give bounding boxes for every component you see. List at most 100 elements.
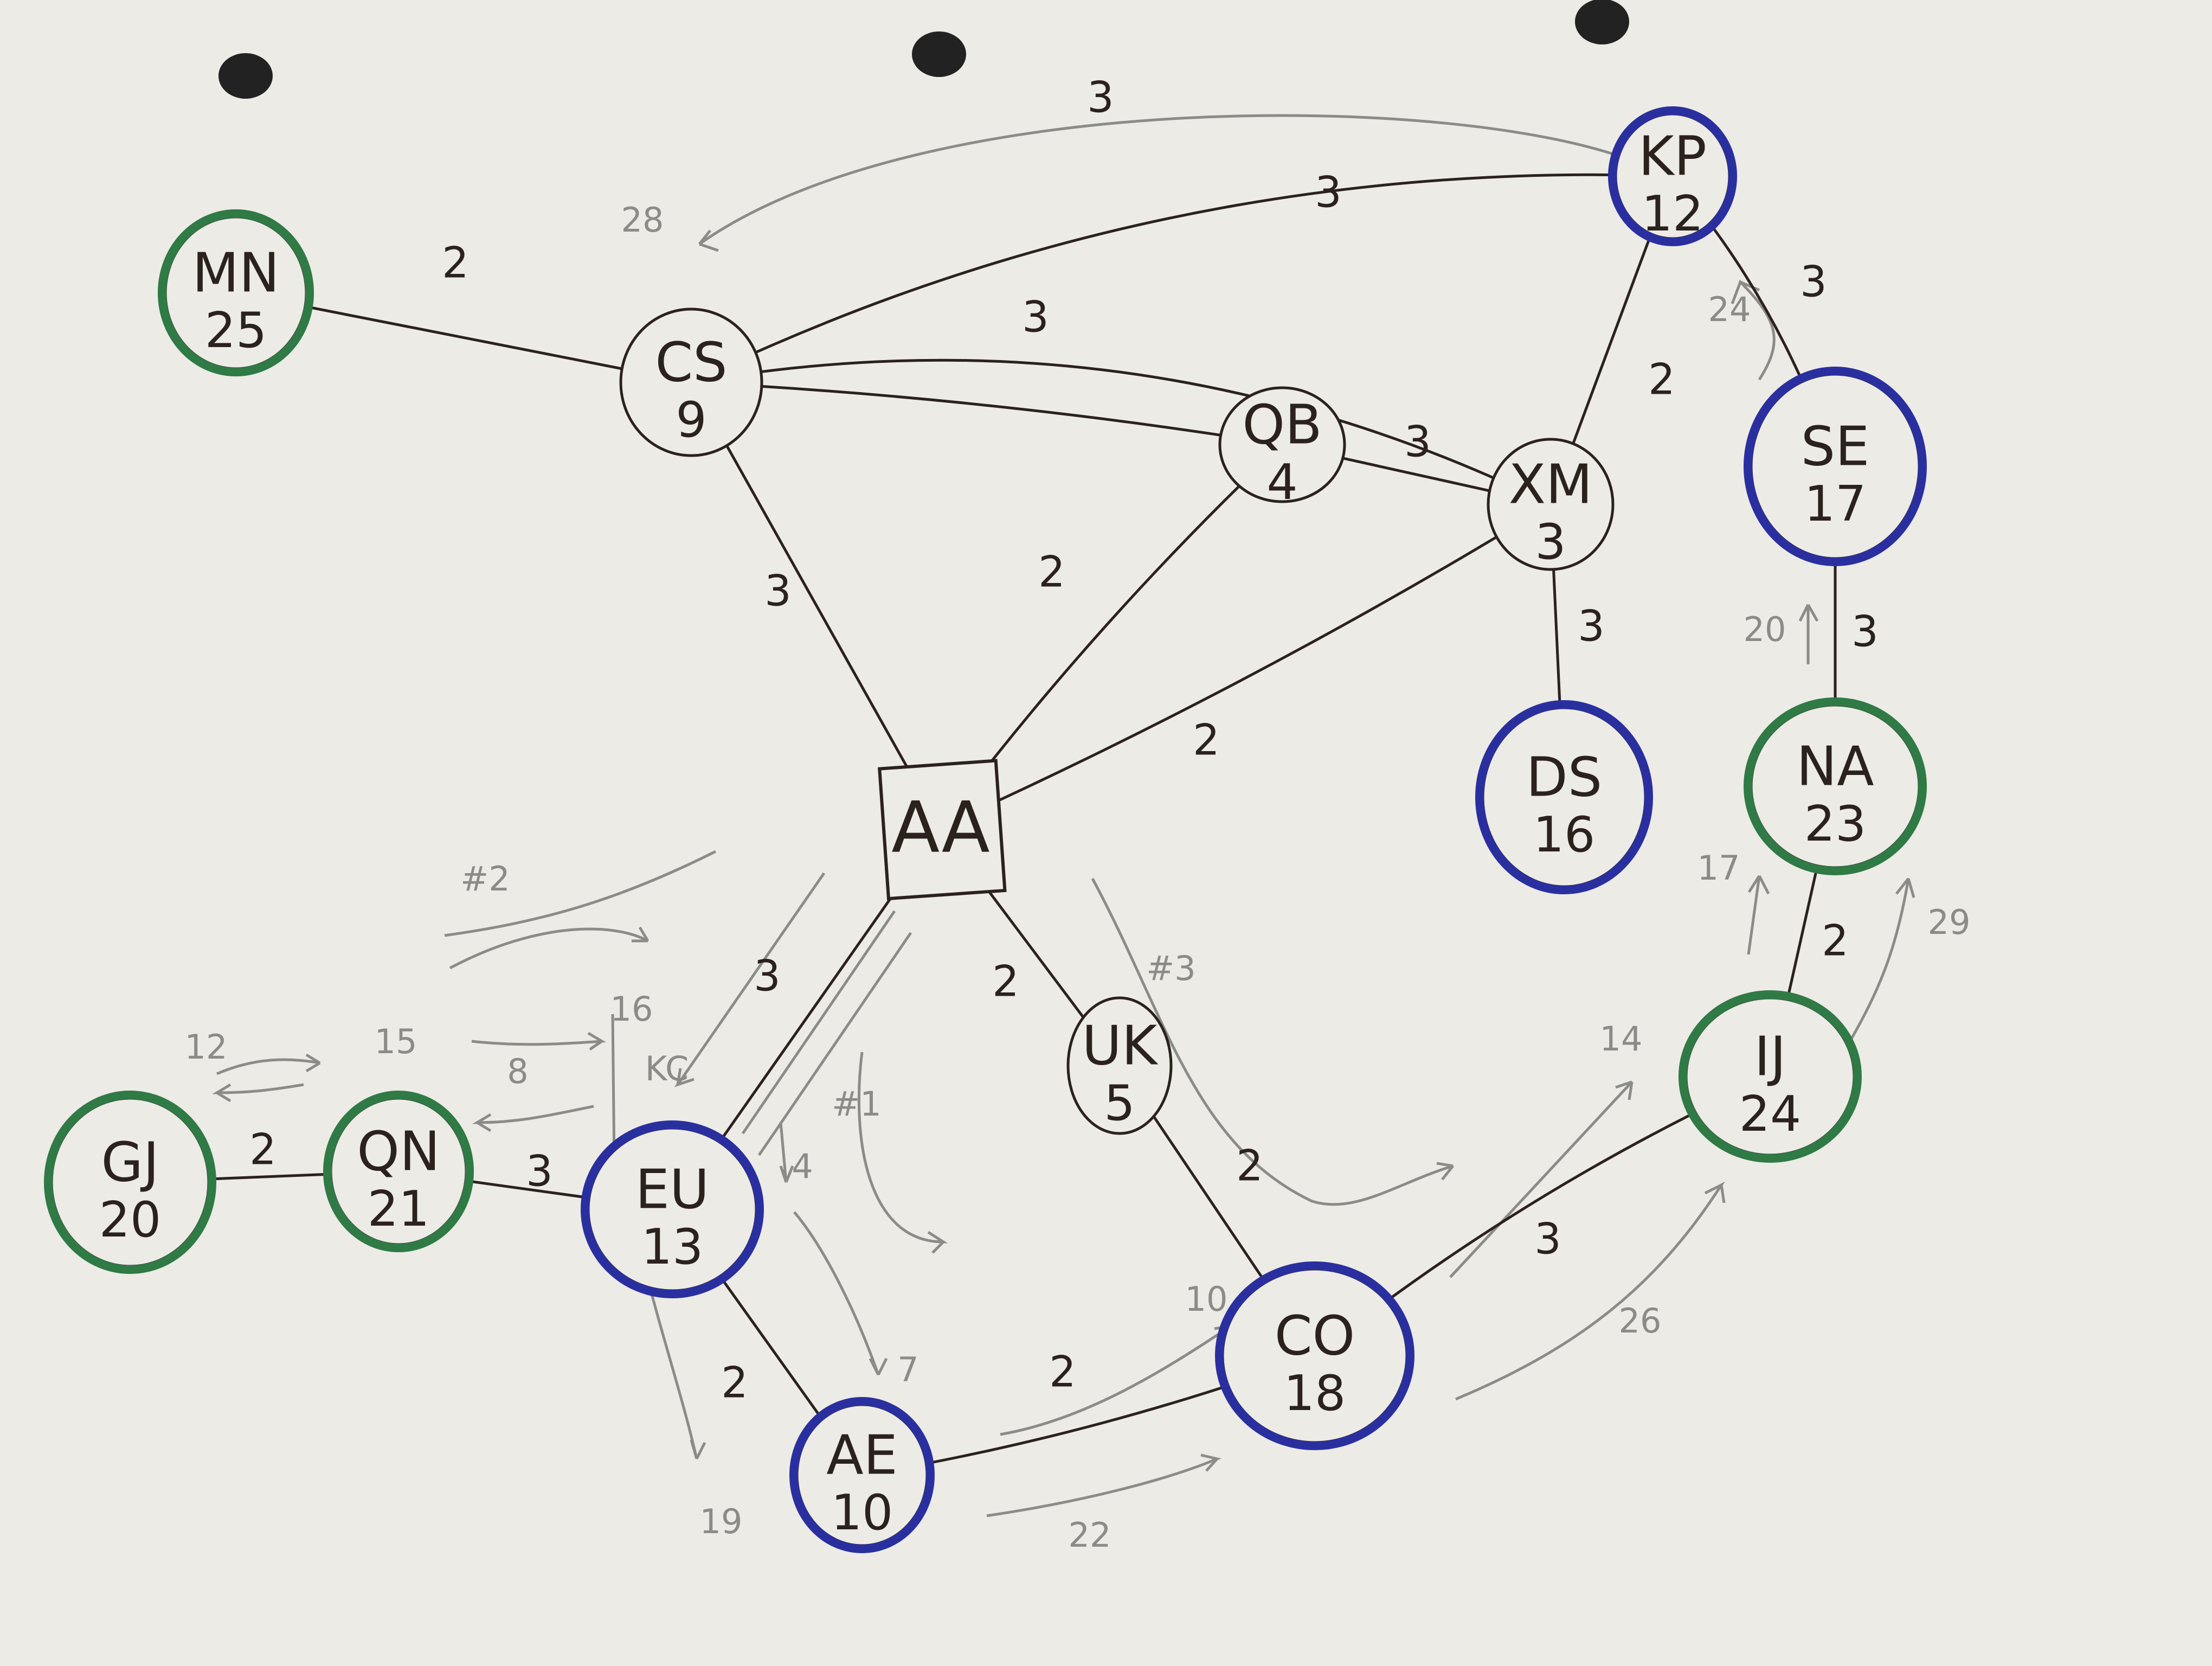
node-value: 16 [1533, 806, 1596, 863]
node-value: 3 [1535, 514, 1566, 571]
pencil-arrow [741, 910, 896, 1135]
node-label: EU [635, 1157, 709, 1221]
node-ring-green [44, 1091, 216, 1274]
edge-weight: 3 [1851, 607, 1879, 656]
pencil-arrow [471, 1031, 607, 1051]
node-label: AE [826, 1423, 898, 1486]
node-ring-blue [1608, 106, 1737, 246]
pencil-number: 29 [1928, 902, 1971, 942]
node-label: AA [891, 786, 989, 869]
edge-weight: 3 [1315, 168, 1342, 217]
edge-weight: 3 [1534, 1215, 1561, 1264]
edge-cs-qb [691, 381, 1283, 446]
node-ring-green [1679, 990, 1862, 1163]
pencil-arrow [1798, 604, 1819, 664]
pencil-number: #3 [1146, 949, 1195, 988]
edge-weight: 2 [721, 1359, 748, 1407]
edge-weight: 3 [754, 952, 781, 1001]
node-value: 23 [1804, 796, 1867, 853]
pencil-number: 4 [792, 1146, 813, 1186]
pencil-arrow [793, 1211, 888, 1376]
edge-weight: 2 [442, 239, 469, 287]
pencil-number: 17 [1697, 848, 1740, 888]
punch-hole [912, 31, 966, 77]
edge-cs-kp [690, 173, 1673, 384]
pencil-arrow [779, 1122, 794, 1183]
pencil-number: 7 [897, 1350, 918, 1389]
node-circle [1218, 386, 1346, 503]
pencil-number: 10 [1185, 1279, 1228, 1319]
edge-weight: 3 [1800, 258, 1827, 306]
pencil-number: 28 [621, 200, 664, 240]
pencil-arrow [1455, 1181, 1726, 1401]
node-label: SE [1801, 414, 1870, 478]
pencil-number: 22 [1069, 1515, 1111, 1555]
node-value: 5 [1104, 1075, 1135, 1132]
pencil-arrow [698, 114, 1638, 252]
edge-weight: 2 [1038, 548, 1065, 597]
punch-hole [1575, 0, 1629, 44]
pencil-arrow [986, 1453, 1222, 1517]
pencil-arrow [216, 1053, 321, 1075]
node-label: GJ [101, 1130, 159, 1194]
punch-hole [218, 53, 273, 99]
node-label: UK [1082, 1014, 1159, 1077]
node-ring-blue [1475, 700, 1653, 894]
node-label: QN [357, 1119, 440, 1183]
edge-weight: 2 [992, 957, 1019, 1006]
node-circle [1066, 996, 1173, 1135]
edge-xm-aa [940, 503, 1552, 829]
node-circle [1487, 438, 1615, 571]
edge-weight: 3 [1087, 73, 1114, 122]
edge-weight: 2 [1648, 355, 1675, 404]
pencil-arrow [449, 926, 650, 970]
node-value: 21 [368, 1181, 430, 1238]
pencil-arrow [757, 932, 912, 1156]
node-value: 20 [99, 1191, 162, 1248]
node-label: KP [1638, 124, 1707, 188]
node-label: XM [1509, 452, 1593, 516]
edge-weight: 3 [1404, 418, 1431, 466]
node-value: 4 [1266, 454, 1297, 511]
node-aa: AA [878, 759, 1007, 901]
node-ring-green [323, 1091, 474, 1252]
node-value: 24 [1739, 1086, 1802, 1143]
pencil-number: 15 [375, 1022, 417, 1061]
pencil-arrow [1850, 877, 1915, 1040]
edge-weight: 3 [526, 1147, 553, 1196]
pencil-number: 12 [185, 1027, 228, 1067]
node-ring-blue [1215, 1261, 1414, 1450]
node-qb: QB4 [1218, 386, 1346, 511]
edge-cs-aa [690, 381, 942, 828]
pencil-number: #1 [832, 1084, 881, 1124]
pencil-arrow [674, 872, 826, 1087]
edge-weight: 2 [1822, 917, 1849, 965]
node-value: 18 [1284, 1365, 1346, 1422]
node-ring-green [158, 209, 314, 376]
pencil-number: 24 [1708, 290, 1751, 329]
node-box [878, 759, 1007, 901]
node-label: MN [192, 241, 279, 304]
pencil-number: 14 [1600, 1019, 1643, 1059]
pencil-number: #2 [460, 859, 510, 899]
edge-weight: 3 [764, 567, 792, 616]
pencil-arrow [211, 1083, 304, 1103]
pencil-arrow [1091, 877, 1454, 1206]
node-value: 13 [641, 1219, 704, 1276]
node-value: 25 [205, 302, 267, 359]
node-label: NA [1796, 734, 1874, 798]
node-value: 10 [831, 1484, 893, 1541]
node-ring-blue [581, 1120, 764, 1298]
pencil-number: 26 [1619, 1301, 1662, 1341]
pencil-number: 19 [700, 1502, 743, 1541]
node-label: IJ [1754, 1024, 1786, 1088]
pencil-arrow [644, 1268, 706, 1460]
pencil-number: 20 [1744, 610, 1786, 649]
